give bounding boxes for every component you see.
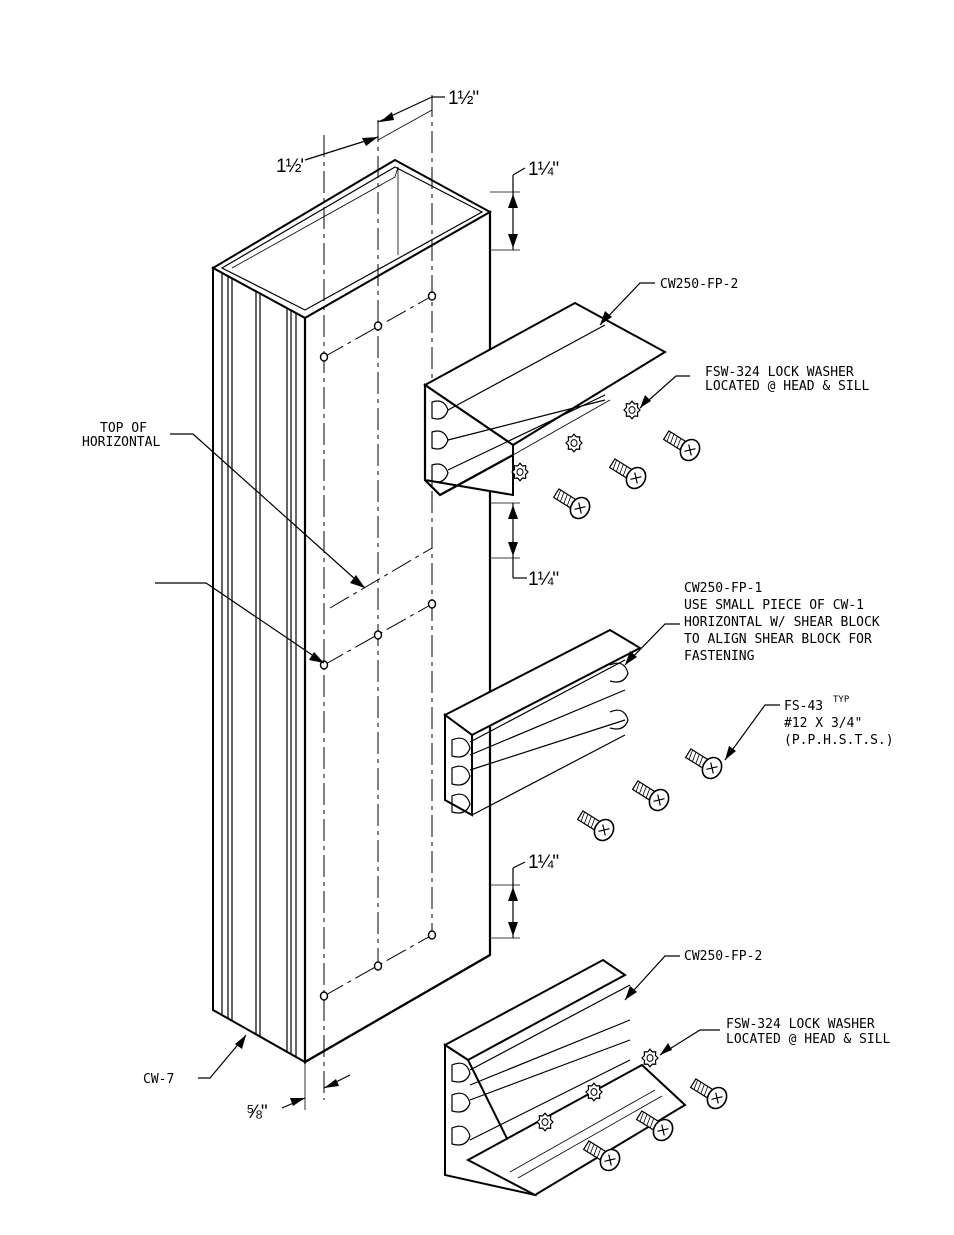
leader-lines xyxy=(155,282,780,1079)
centerlines xyxy=(319,95,437,1100)
screw-icon xyxy=(684,748,723,780)
label-lock-washer-bottom-line2: LOCATED @ HEAD & SILL xyxy=(726,1032,891,1047)
mullion-cw7 xyxy=(210,158,493,1064)
screw-icon xyxy=(576,810,615,842)
dim-lower-right: 1¼" xyxy=(528,852,558,873)
label-lock-washer-bottom-line1: FSW-324 LOCK WASHER xyxy=(726,1017,875,1032)
fastener-holes xyxy=(319,291,437,1001)
label-fs43-typ: TYP xyxy=(833,695,850,705)
label-cw250-fp1-line5: FASTENING xyxy=(684,649,755,664)
screw-icon xyxy=(662,430,701,462)
dim-bottom-left: ⅝" xyxy=(246,1102,267,1123)
label-top-of-horizontal-line2: HORIZONTAL xyxy=(82,435,160,450)
dim-upper-right: 1¼" xyxy=(528,159,558,180)
screw-icon xyxy=(552,488,591,520)
dim-top-right: 1½" xyxy=(448,88,478,109)
lock-washer-icon xyxy=(641,1048,659,1068)
label-lock-washer-top-line1: FSW-324 LOCK WASHER xyxy=(705,365,854,380)
screw-icon xyxy=(582,1140,621,1172)
filler-top-cw250-fp2 xyxy=(423,301,667,497)
screw-icon xyxy=(631,780,670,812)
lock-washer-icon xyxy=(623,400,641,420)
label-cw250-fp1-line1: CW250-FP-1 xyxy=(684,581,762,596)
lock-washer-icon xyxy=(565,433,583,453)
lock-washer-icon xyxy=(511,462,529,482)
screw-icon xyxy=(689,1078,728,1110)
label-lock-washer-top-line2: LOCATED @ HEAD & SILL xyxy=(705,379,870,394)
filler-bottom-cw250-fp2 xyxy=(443,958,687,1197)
label-cw250-fp1-line4: TO ALIGN SHEAR BLOCK FOR xyxy=(684,632,872,647)
label-cw7: CW-7 xyxy=(143,1072,174,1087)
screw-icon xyxy=(608,458,647,490)
lock-washer-icon xyxy=(536,1112,554,1132)
filler-middle-cw250-fp1 xyxy=(443,628,643,817)
label-cw250-fp1-line3: HORIZONTAL W/ SHEAR BLOCK xyxy=(684,615,880,630)
dim-middle-right: 1¼" xyxy=(528,569,558,590)
lock-washers xyxy=(511,400,659,1132)
dimension-lines xyxy=(281,96,527,1110)
screw-icon xyxy=(635,1110,674,1142)
label-cw250-fp2-bottom: CW250-FP-2 xyxy=(684,949,762,964)
dim-top-left: 1½' xyxy=(276,156,303,177)
label-cw250-fp1-line2: USE SMALL PIECE OF CW-1 xyxy=(684,598,864,613)
label-fs43: FS-43 xyxy=(784,699,823,714)
label-cw250-fp2-top: CW250-FP-2 xyxy=(660,277,738,292)
lock-washer-icon xyxy=(585,1082,603,1102)
label-top-of-horizontal-line1: TOP OF xyxy=(100,421,147,436)
label-screw-size: #12 X 3/4" xyxy=(784,716,862,731)
label-screw-type: (P.P.H.S.T.S.) xyxy=(784,733,894,748)
annotations: 1½" 1½' 1¼" 1¼" 1¼" ⅝" TOP OF HORIZONTAL… xyxy=(82,88,894,1123)
screws xyxy=(552,430,728,1172)
